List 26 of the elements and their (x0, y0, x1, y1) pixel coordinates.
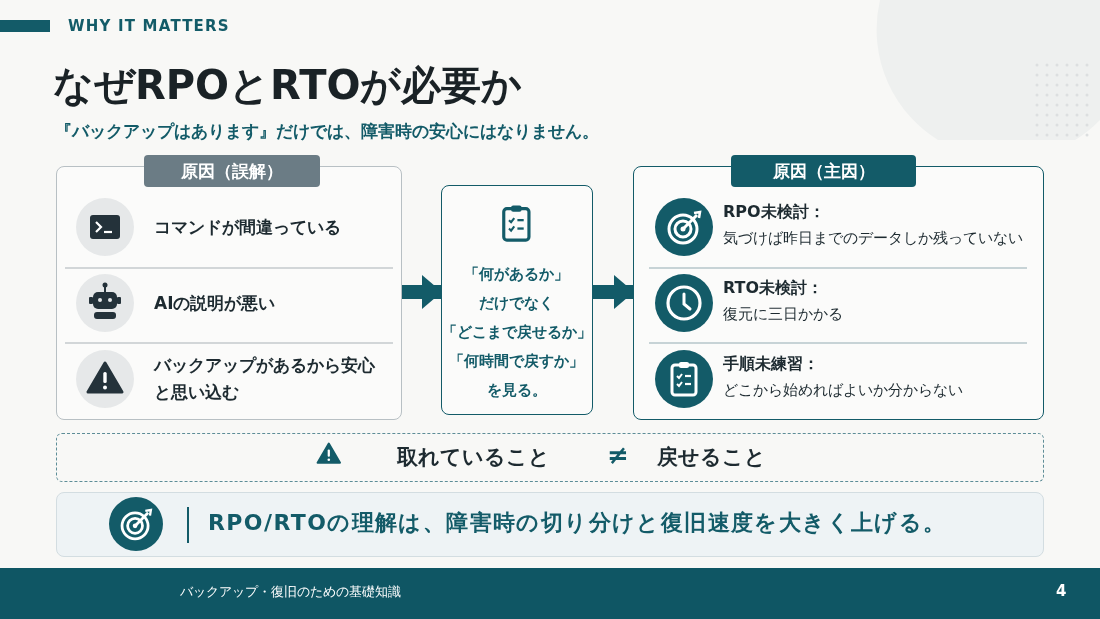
comparison-text: 戻せること (657, 444, 766, 471)
cause-text: どこから始めればよいか分からない (723, 381, 963, 400)
insight-box (441, 185, 593, 415)
slide-title: なぜRPOとRTOが必要か (53, 61, 523, 110)
cause-text: 気づけば昨日までのデータしか残っていない (723, 229, 1023, 248)
arrow (593, 275, 634, 309)
arrow (402, 275, 442, 309)
conclusion-box (56, 492, 1044, 557)
insight-text: 「何があるか」だけでなく「どこまで戻せるか」「何時間で戻すか」を見る。 (442, 265, 591, 400)
not-equal-sign: ≠ (607, 440, 629, 470)
section-label: WHY IT MATTERS (68, 17, 230, 35)
cause-heading: RPO未検討： (723, 202, 825, 223)
subtitle: 『バックアップはあります』だけでは、障害時の安心にはなりません。 (55, 120, 599, 143)
cause-text: 復元に三日かかる (723, 305, 843, 324)
cause-heading: RTO未検討： (723, 278, 824, 299)
footer-text: バックアップ・復旧のための基礎知識 (180, 583, 401, 601)
conclusion-text: RPO/RTOの理解は、障害時の切り分けと復旧速度を大きく上げる。 (208, 509, 947, 537)
heading-tab: 原因（誤解） (144, 155, 320, 187)
cause-text: コマンドが間違っている (154, 215, 341, 239)
cause-heading: 手順未練習： (723, 354, 819, 375)
cause-text: AIの説明が悪い (154, 291, 276, 315)
comparison-box (56, 433, 1044, 482)
comparison-text: 取れていること (397, 444, 550, 471)
cause-text: バックアップがあるから安心と思い込む (154, 354, 376, 404)
heading-tab: 原因（主因） (731, 155, 916, 187)
page-number: 4 (1056, 582, 1067, 600)
